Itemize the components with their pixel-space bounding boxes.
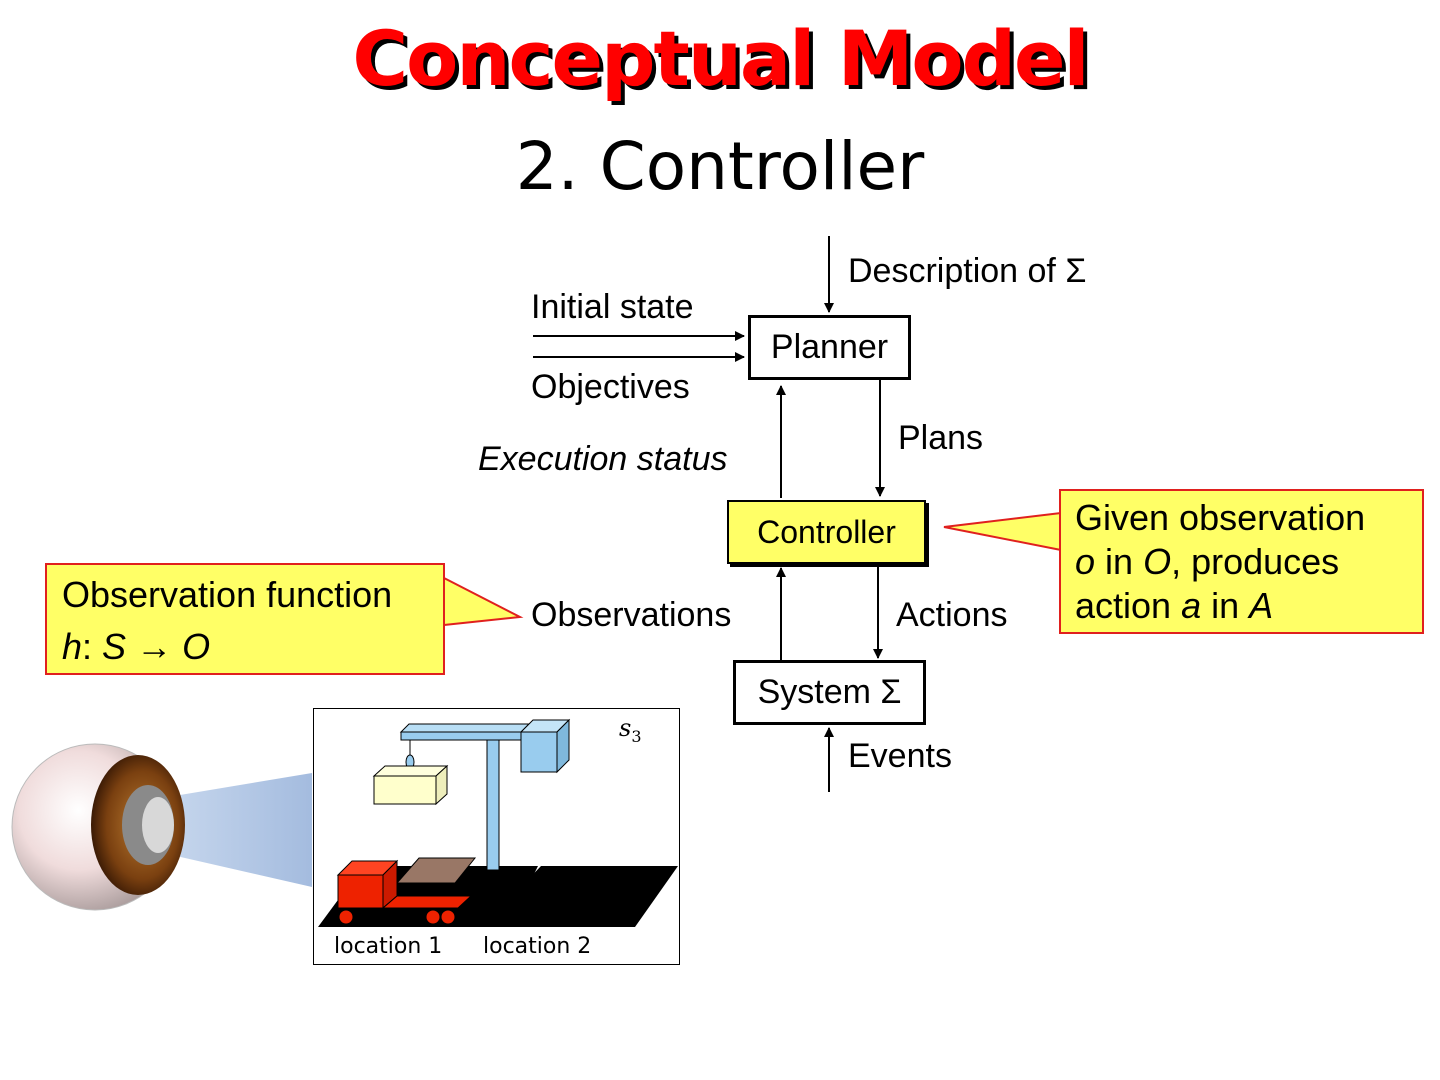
maps-to-arrow: → [126, 626, 183, 667]
a-symbol: a [1181, 585, 1202, 626]
crane-jib [400, 731, 522, 741]
crane-counterweight-side [556, 718, 570, 774]
container-top [372, 765, 449, 777]
controller-note-callout: Given observation o in O, produces actio… [1059, 489, 1424, 634]
controller-note-line2: o in O, produces [1075, 540, 1422, 584]
callout-pointer-observation [443, 576, 524, 627]
state-label: s3 [619, 714, 642, 746]
controller-label: Controller [757, 513, 896, 550]
events-label: Events [848, 737, 952, 775]
controller-box: Controller [727, 500, 926, 564]
truck-chassis [381, 895, 473, 909]
observation-function-callout: Observation function h: S → O [45, 563, 445, 675]
observation-beam [150, 773, 312, 887]
controller-note-line3: action a in A [1075, 584, 1422, 628]
observation-function-line1: Observation function [62, 574, 393, 615]
observations-label: Observations [531, 596, 732, 634]
in-word-1: in [1095, 541, 1144, 582]
location-2-label: location 2 [483, 934, 592, 959]
slide-title: Conceptual Model [352, 14, 1089, 103]
crane-mast [486, 737, 500, 871]
produces-word: , produces [1171, 541, 1340, 582]
crane-jib-top [399, 723, 531, 733]
controller-note-line1: Given observation [1075, 497, 1366, 538]
A-symbol: A [1249, 585, 1274, 626]
plans-label: Plans [898, 419, 984, 457]
container-side [435, 764, 448, 806]
action-word: action [1075, 585, 1182, 626]
system-label: System Σ [757, 673, 902, 711]
execution-status-label: Execution status [478, 440, 728, 478]
location-2-pad [483, 866, 678, 927]
eye-observer-icon [11, 743, 312, 911]
state-letter: s [619, 714, 631, 742]
truck-bed-top [395, 857, 477, 884]
description-label: Description of Σ [848, 252, 1087, 290]
in-word-2: in [1201, 585, 1250, 626]
initial-state-label: Initial state [531, 288, 694, 326]
planner-box: Planner [748, 315, 911, 380]
truck-wheel-rear-2 [440, 909, 456, 925]
s-symbol: S [102, 626, 127, 667]
planner-label: Planner [770, 328, 889, 366]
location-1-label: location 1 [334, 934, 443, 959]
o-symbol: O [182, 626, 211, 667]
actions-label: Actions [896, 596, 1008, 634]
slide-subtitle: 2. Controller [515, 128, 925, 205]
state-subscript: 3 [631, 727, 641, 746]
o-lower-symbol: o [1075, 541, 1096, 582]
colon-separator: : [82, 626, 103, 667]
O-upper-symbol: O [1143, 541, 1172, 582]
container-front [373, 775, 437, 805]
truck-cab-front [337, 874, 384, 909]
system-box: System Σ [733, 660, 926, 725]
pupil-highlight [142, 797, 174, 853]
callout-pointer-controller [943, 511, 1062, 552]
objectives-label: Objectives [531, 368, 690, 406]
scene-state-image: s3 [313, 708, 680, 965]
h-symbol: h [62, 626, 83, 667]
crane-counterweight-front [520, 731, 558, 773]
truck-wheel-front [338, 909, 354, 925]
observation-function-line2: h: S → O [62, 625, 443, 669]
truck-wheel-rear-1 [425, 909, 441, 925]
